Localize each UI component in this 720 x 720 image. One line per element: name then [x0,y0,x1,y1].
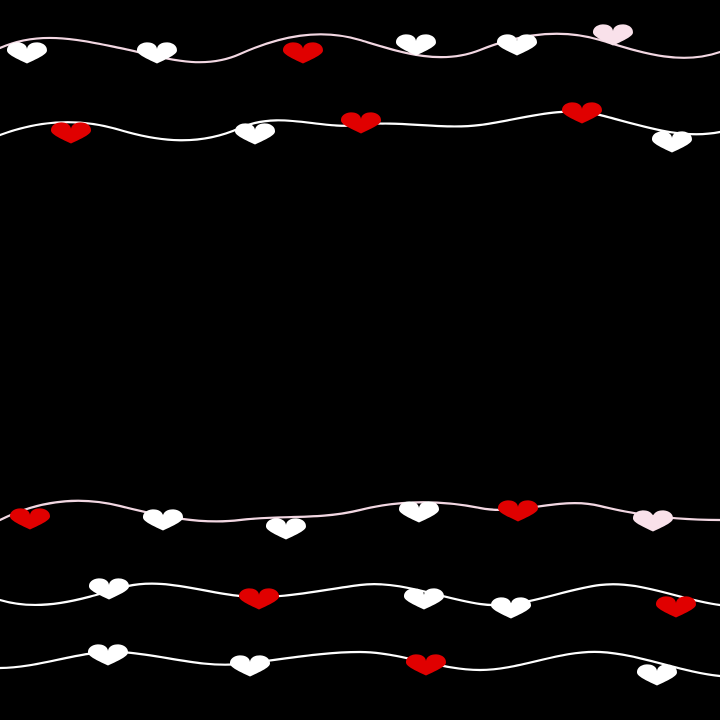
white-heart-icon [235,123,275,145]
white-heart-icon [637,664,677,686]
pink-heart-icon [633,510,673,532]
top-garland-2 [0,102,720,153]
white-heart-icon [491,597,531,619]
red-heart-icon [283,42,323,64]
white-heart-icon [7,42,47,64]
red-heart-icon [10,508,50,530]
red-heart-icon [498,500,538,522]
garland-string [0,499,720,523]
garland-string [0,32,720,64]
white-heart-icon [89,578,129,600]
white-heart-icon [652,131,692,153]
top-garland-1 [0,24,720,64]
garland-layer [0,24,720,686]
red-heart-icon [51,122,91,144]
white-heart-icon [88,644,128,666]
white-heart-icon [404,588,444,610]
white-heart-icon [399,501,439,523]
white-heart-icon [396,34,436,56]
red-heart-icon [239,588,279,610]
white-heart-icon [143,509,183,531]
bottom-garland-2 [0,578,720,619]
red-heart-icon [341,112,381,134]
red-heart-icon [406,654,446,676]
red-heart-icon [562,102,602,124]
white-heart-icon [137,42,177,64]
pink-heart-icon [593,24,633,46]
bottom-garland-1 [0,499,720,540]
white-heart-icon [266,518,306,540]
bottom-garland-3 [0,644,720,686]
white-heart-icon [497,34,537,56]
red-heart-icon [656,596,696,618]
white-heart-icon [230,655,270,677]
